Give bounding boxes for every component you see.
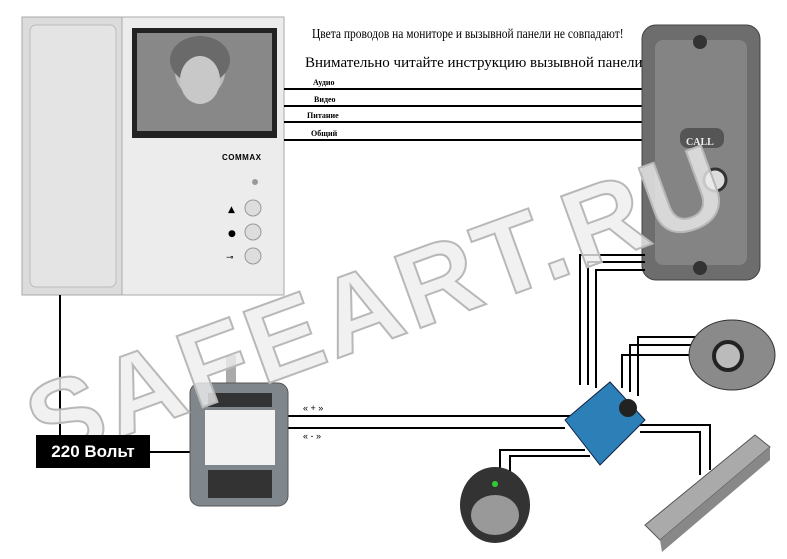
exit-button-device xyxy=(688,319,776,391)
call-panel xyxy=(641,24,761,281)
instruction-note: Внимательно читайте инструкцию вызывной … xyxy=(305,55,643,71)
power-supply xyxy=(189,355,289,507)
monitor-brand: COMMAX xyxy=(222,153,262,162)
wire-label-common: Общий xyxy=(311,129,338,138)
intercom-monitor: ▲ ● ⊸ xyxy=(21,16,285,296)
wire-label-video: Видео xyxy=(314,95,336,104)
wire-color-warning: Цвета проводов на мониторе и вызывной па… xyxy=(312,27,624,42)
magnetic-lock xyxy=(644,434,771,552)
controller-board xyxy=(564,381,646,466)
svg-text:⊸: ⊸ xyxy=(226,253,234,263)
wire-label-audio: Аудио xyxy=(313,78,335,87)
key-reader xyxy=(460,467,530,543)
svg-text:●: ● xyxy=(228,229,236,239)
plus-label: « + » xyxy=(303,403,324,413)
mains-voltage-label: 220 Вольт xyxy=(36,435,150,468)
call-panel-label: CALL xyxy=(686,137,714,148)
svg-text:▲: ▲ xyxy=(228,205,235,215)
wire-label-power: Питание xyxy=(307,111,339,120)
panel-wires xyxy=(284,88,645,141)
minus-label: « - » xyxy=(303,431,322,441)
